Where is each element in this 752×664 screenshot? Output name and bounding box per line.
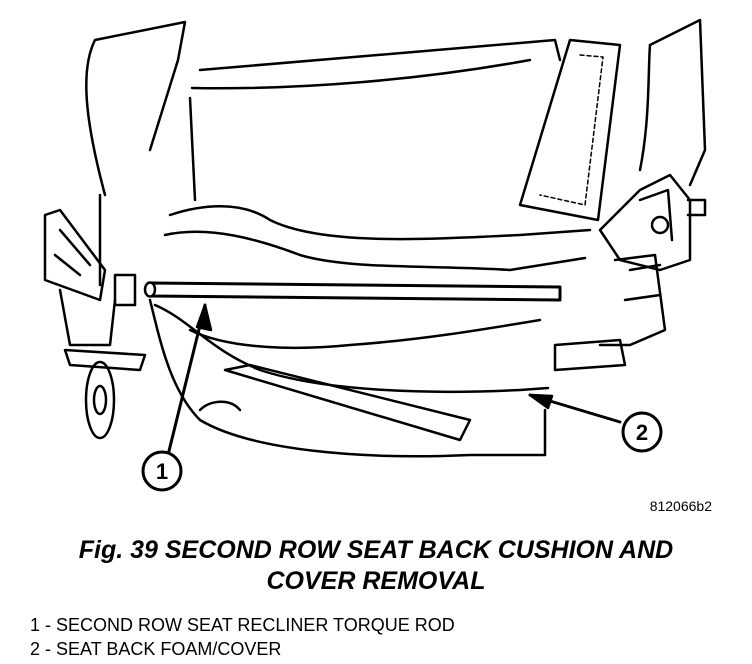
legend-item-1: 1 - SECOND ROW SEAT RECLINER TORQUE ROD	[30, 615, 455, 635]
figure-caption-line1: Fig. 39 SECOND ROW SEAT BACK CUSHION AND	[78, 536, 674, 564]
leader-lines	[166, 303, 622, 457]
callout-2-number: 2	[636, 420, 648, 445]
callout-1-number: 1	[156, 459, 168, 484]
seat-back-panel	[518, 38, 622, 222]
callout-1: 1	[141, 450, 183, 492]
seat-back-frame	[85, 18, 707, 287]
figure-id: 812066b2	[649, 498, 712, 514]
left-recliner-bracket	[43, 208, 147, 440]
legend-item-2: 2 - SEAT BACK FOAM/COVER	[30, 639, 282, 659]
figure-caption-line2: COVER REMOVAL	[266, 567, 486, 595]
recliner-torque-rod	[143, 281, 562, 302]
callout-2: 2	[621, 411, 663, 453]
seat-back-foam-cover	[148, 205, 592, 458]
right-recliner-bracket	[553, 173, 707, 372]
seat-back-illustration: 1 2	[43, 18, 707, 492]
